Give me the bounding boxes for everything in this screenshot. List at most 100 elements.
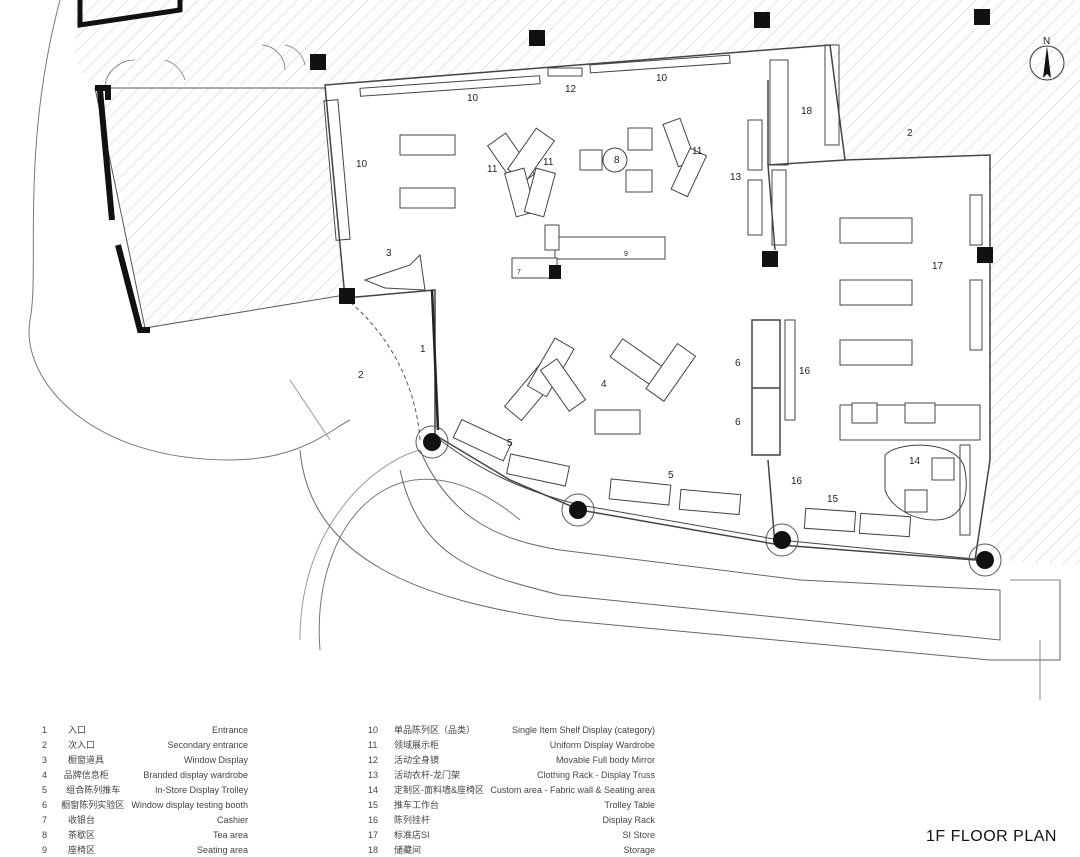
zone-label: 6: [735, 417, 741, 428]
site-curve: [28, 0, 521, 651]
legend-number: 13: [368, 769, 379, 780]
left-room-wall: [95, 85, 150, 333]
facade-outer-2: [299, 449, 1061, 661]
window-booth-wall: [751, 319, 781, 456]
zone-label: 15: [827, 494, 839, 505]
legend-english-label: Secondary entrance: [167, 739, 248, 750]
zone-label: 5: [507, 438, 513, 449]
zone-label: 11: [487, 164, 498, 175]
legend-chinese-label: 组合陈列推车: [66, 785, 121, 795]
display-trolleys: [452, 418, 971, 538]
zone-label: 2: [358, 370, 364, 381]
legend-english-label: Cashier: [216, 814, 248, 825]
round-columns: [415, 425, 1002, 577]
legend-item: 4 品牌信息柜 Branded display wardrobe: [42, 767, 248, 782]
plan-title: 1F FLOOR PLAN: [926, 828, 1057, 845]
legend-chinese-label: 推车工作台: [394, 800, 440, 810]
zone-label: 8: [614, 155, 620, 166]
legend-chinese-label: 品牌信息柜: [63, 770, 109, 780]
zone-label: 16: [791, 476, 803, 487]
zone-label: 7: [517, 269, 521, 276]
legend-item: 12 活动全身镜 Movable Full body Mirror: [368, 752, 655, 767]
legend-number: 11: [368, 739, 378, 750]
legend-number: 8: [42, 829, 48, 840]
legend-chinese-label: 储藏间: [394, 845, 422, 855]
legend-chinese-label: 橱窗陈列实验区: [61, 800, 125, 810]
legend-number: 9: [42, 844, 48, 855]
legend-item: 7 收银台 Cashier: [42, 812, 248, 827]
legend-chinese-label: 茶歇区: [68, 830, 96, 840]
legend-chinese-label: 收银台: [68, 815, 96, 825]
legend-english-label: SI Store: [622, 829, 655, 840]
legend-number: 4: [42, 769, 48, 780]
legend-english-label: Window Display: [183, 754, 248, 765]
legend-english-label: Branded display wardrobe: [143, 769, 248, 780]
legend-number: 18: [368, 844, 379, 855]
legend-item: 15 推车工作台 Trolley Table: [368, 797, 655, 812]
zone-label: 11: [543, 157, 554, 168]
zone-label: 6: [735, 358, 741, 369]
legend-number: 2: [42, 739, 48, 750]
wall-shelves: [323, 44, 983, 441]
zone-label: 2: [907, 128, 913, 139]
legend-number: 14: [368, 784, 379, 795]
legend-chinese-label: 入口: [68, 725, 87, 735]
door-swing: [104, 44, 306, 86]
legend-number: 16: [368, 814, 379, 825]
north-arrow: N: [1029, 36, 1065, 81]
legend-number: 7: [42, 814, 48, 825]
structural-columns: [310, 9, 993, 304]
lower-right-plot: [1010, 579, 1060, 700]
north-label: N: [1043, 36, 1050, 47]
legend-item: 18 储藏间 Storage: [368, 842, 655, 857]
zone-label: 10: [467, 93, 479, 104]
zone-label: 17: [932, 261, 944, 272]
legend-number: 3: [42, 754, 48, 765]
legend-english-label: Single Item Shelf Display (category): [511, 724, 655, 735]
zone-label: 9: [624, 251, 628, 258]
zone-label: 10: [656, 73, 668, 84]
legend-english-label: Custom area - Fabric wall & Seating area: [490, 784, 655, 795]
legend-number: 12: [368, 754, 379, 765]
legend-english-label: Seating area: [196, 844, 248, 855]
legend-number: 15: [368, 799, 379, 810]
legend-english-label: Trolley Table: [604, 799, 655, 810]
legend-english-label: Window display testing booth: [131, 799, 248, 810]
legend-chinese-label: 橱窗道具: [68, 755, 105, 765]
legend-english-label: Movable Full body Mirror: [555, 754, 655, 765]
legend-chinese-label: 陈列挂杆: [394, 815, 431, 825]
legend-english-label: Tea area: [212, 829, 248, 840]
legend-chinese-label: 活动全身镜: [394, 755, 440, 765]
cashier-column: [549, 265, 561, 279]
entrance-glass: [430, 289, 440, 431]
legend-chinese-label: 活动衣杆-龙门架: [394, 770, 460, 780]
top-left-block: [77, 0, 183, 28]
zone-label: 5: [668, 470, 674, 481]
zone-label: 4: [601, 379, 607, 390]
floor-plan-drawing: N 1 2 2 3 4 5 5 6 6 7 8 9 10 10 10 11 11…: [28, 0, 1080, 700]
facade-outer: [399, 449, 1001, 641]
legend-english-label: Display Rack: [602, 814, 655, 825]
site-curve-2: [289, 379, 421, 641]
legend-item: 8 茶歇区 Tea area: [42, 827, 248, 842]
legend-number: 10: [368, 724, 379, 735]
legend-number: 17: [368, 829, 379, 840]
zone-label: 16: [799, 366, 811, 377]
legend-english-label: Storage: [623, 844, 655, 855]
zone-label: 1: [420, 344, 426, 355]
zone-label: 12: [565, 84, 577, 95]
legend-item: 3 橱窗道具 Window Display: [42, 752, 248, 767]
entrance-arc: [344, 297, 421, 441]
store-fixtures: [363, 117, 967, 521]
legend-english-label: Uniform Display Wardrobe: [549, 739, 655, 750]
legend-chinese-label: 标准店SI: [394, 830, 430, 840]
zone-label: 14: [909, 456, 921, 467]
